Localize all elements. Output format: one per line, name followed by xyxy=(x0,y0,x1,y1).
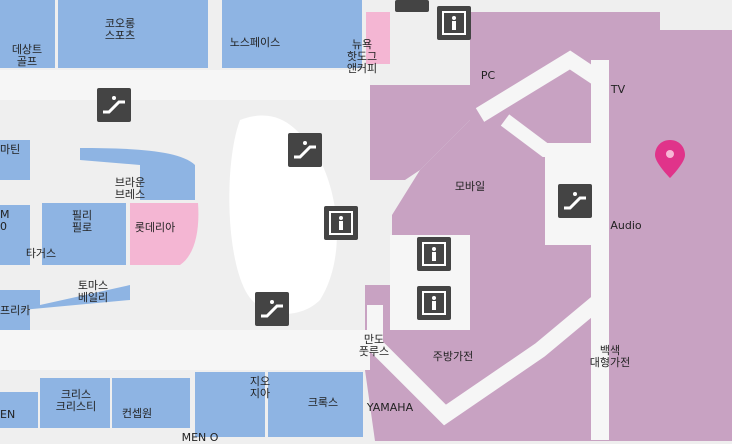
zone-electronics-top[interactable] xyxy=(370,85,470,180)
escalator-icon[interactable] xyxy=(558,184,592,218)
label-pc: PC xyxy=(480,69,496,82)
label-lotteria: 롯데리아 xyxy=(134,221,176,234)
label-thomas: 토마스 베일리 xyxy=(77,279,109,304)
label-kolon: 코오롱 스포츠 xyxy=(104,17,136,42)
label-kitchen: 주방가전 xyxy=(432,350,474,363)
label-philly: 필리 필로 xyxy=(71,209,93,234)
label-en: EN xyxy=(0,408,16,421)
label-bigappliance: 백색 대형가전 xyxy=(589,344,631,369)
elevator-icon[interactable] xyxy=(324,206,358,240)
store-crocs[interactable] xyxy=(268,372,363,437)
label-noseface: 노스페이스 xyxy=(229,36,281,49)
label-jioja: 지오 지아 xyxy=(249,375,271,400)
label-mando: 만도 풋루스 xyxy=(358,333,390,358)
location-marker-icon[interactable] xyxy=(655,140,685,178)
store-prica[interactable] xyxy=(0,310,30,330)
store-en[interactable] xyxy=(0,392,38,428)
store-noseface[interactable] xyxy=(222,0,362,68)
escalator-icon[interactable] xyxy=(288,133,322,167)
store-lotteria[interactable] xyxy=(130,203,199,265)
corridor-lower xyxy=(367,293,606,426)
store-newyork[interactable] xyxy=(366,12,390,64)
store-consel[interactable] xyxy=(112,378,190,428)
store-desante[interactable] xyxy=(0,0,55,68)
elevator-icon[interactable] xyxy=(417,237,451,271)
corridor-main xyxy=(0,330,370,370)
label-brown: 브라운 브레스 xyxy=(114,176,146,201)
label-meno: MEN O xyxy=(181,431,219,444)
corridor-diagonal xyxy=(475,50,605,122)
escalator-icon[interactable] xyxy=(255,292,289,326)
label-consel: 컨셉원 xyxy=(121,407,153,420)
label-crocs: 크록스 xyxy=(307,396,339,409)
label-tagus: 타거스 xyxy=(25,247,57,260)
store-jioja[interactable] xyxy=(195,372,265,437)
elevator-icon[interactable] xyxy=(395,0,429,12)
label-mobile: 모바일 xyxy=(454,180,486,193)
store-kolon[interactable] xyxy=(58,0,208,68)
label-newyork: 뉴욕 핫도그 앤커피 xyxy=(346,38,378,75)
elevator-icon[interactable] xyxy=(417,286,451,320)
label-christie: 크리스 크리스티 xyxy=(55,388,97,413)
label-audio: Audio xyxy=(610,219,642,232)
label-prica: 프리카 xyxy=(0,304,31,317)
label-tv: TV xyxy=(610,83,626,96)
store-brown[interactable] xyxy=(80,148,195,200)
escalator-icon[interactable] xyxy=(97,88,131,122)
corridor-top xyxy=(0,70,370,100)
label-m0: M 0 xyxy=(0,208,10,233)
elevator-icon[interactable] xyxy=(437,6,471,40)
label-desante: 데상트 골프 xyxy=(11,43,43,68)
store-m0[interactable] xyxy=(0,205,30,265)
store-martin[interactable] xyxy=(0,140,30,180)
store-thomas[interactable] xyxy=(0,285,130,312)
label-martin: 마틴 xyxy=(0,143,21,156)
label-yamaha: YAMAHA xyxy=(366,401,414,414)
store-philly[interactable] xyxy=(42,203,126,265)
store-christie[interactable] xyxy=(40,378,110,428)
